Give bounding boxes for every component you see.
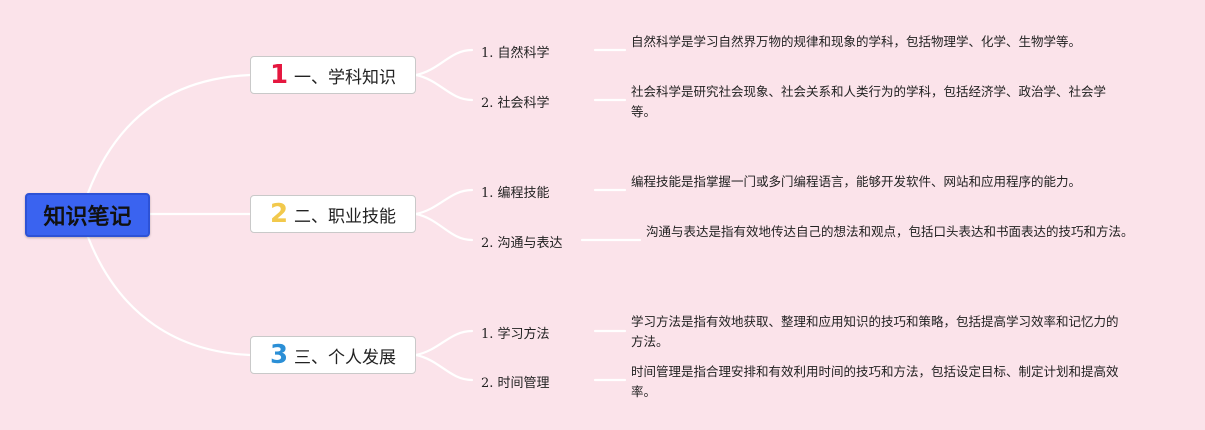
branch-node-2[interactable]: 2 二、职业技能 (250, 195, 416, 233)
subtopic-natural-science[interactable]: 1. 自然科学 (481, 46, 550, 61)
connector-b3-item-2 (414, 353, 474, 382)
subtopic-programming[interactable]: 1. 编程技能 (481, 186, 550, 201)
connector-root-branch-3 (86, 235, 252, 357)
branch-number-3: 3 (269, 340, 289, 370)
desc-time-management: 时间管理是指合理安排和有效利用时间的技巧和方法，包括设定目标、制定计划和提高效率… (631, 364, 1119, 399)
desc-learning-methods: 学习方法是指有效地获取、整理和应用知识的技巧和策略，包括提高学习效率和记忆力的方… (631, 314, 1119, 349)
branch-label-1: 一、学科知识 (294, 67, 397, 88)
desc-natural-science: 自然科学是学习自然界万物的规律和现象的学科，包括物理学、化学、生物学等。 (631, 34, 1082, 49)
subtopic-communication[interactable]: 2. 沟通与表达 (481, 236, 563, 251)
connector-b2-item-1 (414, 188, 474, 216)
branch-label-3: 三、个人发展 (294, 347, 397, 368)
branch-node-3[interactable]: 3 三、个人发展 (250, 336, 416, 374)
desc-programming: 编程技能是指掌握一门或多门编程语言，能够开发软件、网站和应用程序的能力。 (631, 174, 1082, 189)
connector-b2-item-2 (414, 212, 474, 242)
branch-node-1[interactable]: 1 一、学科知识 (250, 56, 416, 94)
branch-label-2: 二、职业技能 (294, 206, 397, 227)
subtopic-learning-methods[interactable]: 1. 学习方法 (481, 327, 550, 342)
connector-b1-item-2 (414, 73, 474, 102)
desc-communication: 沟通与表达是指有效地传达自己的想法和观点，包括口头表达和书面表达的技巧和方法。 (646, 224, 1134, 239)
root-node[interactable]: 知识笔记 (25, 193, 150, 237)
subtopic-time-management[interactable]: 2. 时间管理 (481, 376, 550, 391)
connector-b3-item-1 (414, 329, 474, 357)
branch-number-2: 2 (269, 199, 289, 229)
root-label: 知识笔记 (43, 205, 132, 230)
branch-number-1: 1 (269, 60, 289, 90)
desc-social-science: 社会科学是研究社会现象、社会关系和人类行为的学科，包括经济学、政治学、社会学等。 (631, 84, 1107, 119)
connector-root-branch-1 (86, 73, 252, 195)
connector-b1-item-1 (414, 48, 474, 77)
subtopic-social-science[interactable]: 2. 社会科学 (481, 96, 550, 111)
